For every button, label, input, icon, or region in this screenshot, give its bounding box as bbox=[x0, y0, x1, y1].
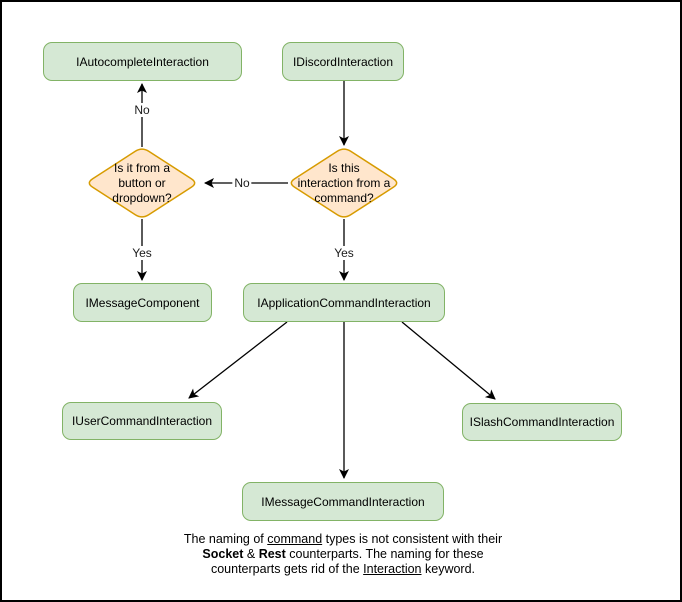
decision-line: button or bbox=[118, 176, 166, 190]
node-message-component: IMessageComponent bbox=[73, 283, 212, 322]
decision-diamond-from-command bbox=[290, 148, 398, 218]
node-autocomplete-interaction: IAutocompleteInteraction bbox=[43, 42, 242, 81]
edge-application-to-slash-command bbox=[401, 321, 496, 400]
footnote-line-2: Socket & Rest counterparts. The naming f… bbox=[202, 547, 484, 561]
edge-label-no-to-autocomplete: No bbox=[132, 103, 152, 117]
node-discord-interaction: IDiscordInteraction bbox=[282, 42, 404, 81]
footnote-line-1: The naming of command types is not consi… bbox=[183, 532, 503, 546]
decision-line: interaction from a bbox=[297, 176, 391, 190]
decision-line: Is it from a bbox=[113, 161, 170, 175]
decision-line: command? bbox=[314, 191, 374, 205]
footnote: The naming of command types is not consi… bbox=[123, 532, 563, 577]
decision-diamond-button-or-dropdown bbox=[88, 148, 196, 218]
edge-label-yes-to-application-command: Yes bbox=[332, 246, 356, 260]
edge-application-to-user-command bbox=[188, 321, 288, 399]
node-application-command-interaction: IApplicationCommandInteraction bbox=[243, 283, 445, 322]
decision-line: dropdown? bbox=[112, 191, 172, 205]
decision-line: Is this bbox=[328, 161, 360, 175]
decision-label-button-or-dropdown: Is it from a button or dropdown? bbox=[90, 161, 194, 206]
footnote-line-3: counterparts gets rid of the Interaction… bbox=[210, 562, 476, 576]
edge-label-yes-to-message-component: Yes bbox=[130, 246, 154, 260]
edge-label-no-between-diamonds: No bbox=[232, 176, 252, 190]
node-user-command-interaction: IUserCommandInteraction bbox=[62, 402, 222, 440]
decision-label-from-command: Is this interaction from a command? bbox=[286, 161, 402, 206]
node-slash-command-interaction: ISlashCommandInteraction bbox=[462, 403, 622, 441]
node-message-command-interaction: IMessageCommandInteraction bbox=[242, 482, 444, 521]
